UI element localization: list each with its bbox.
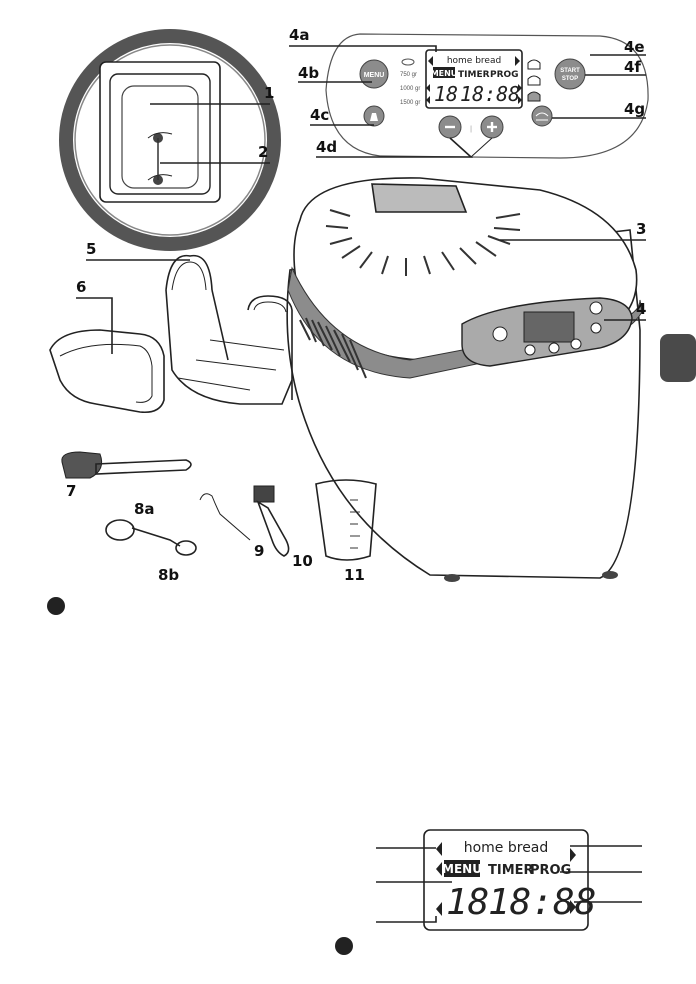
panel-brand: home bread xyxy=(447,56,501,66)
start-label: START xyxy=(560,68,580,74)
panel-menu-label: MENU xyxy=(431,69,458,78)
figure-marker-top xyxy=(47,597,65,615)
display-timer-label: TIMER xyxy=(488,863,534,878)
figure-marker-bottom xyxy=(335,937,353,955)
callout-4g: 4g xyxy=(624,100,645,118)
callout-4f: 4f xyxy=(624,58,641,76)
callout-8b: 8b xyxy=(158,566,179,584)
paddle-hook-tool xyxy=(62,452,191,478)
stop-label: STOP xyxy=(562,76,578,82)
display-prog-label: PROG xyxy=(530,863,571,878)
crust-button[interactable] xyxy=(532,106,552,126)
machine-crust-button[interactable] xyxy=(591,323,601,333)
weight-750: 750 gr xyxy=(400,72,417,78)
machine-start-button[interactable] xyxy=(590,302,602,314)
lid-window xyxy=(372,184,466,212)
hook-accessory xyxy=(50,330,164,412)
divider-tick: | xyxy=(470,126,472,133)
callout-1: 1 xyxy=(264,84,274,102)
callout-7: 7 xyxy=(66,482,76,500)
panel-prog-label: PROG xyxy=(490,70,519,80)
hook-tool xyxy=(200,494,250,540)
callout-4d: 4d xyxy=(316,138,337,156)
start-stop-button[interactable] xyxy=(555,59,585,89)
machine-lcd xyxy=(524,312,574,342)
callout-9: 9 xyxy=(254,542,264,560)
panel-time-digits: 18:88 xyxy=(460,82,520,106)
callout-4b: 4b xyxy=(298,64,319,82)
panel-program-digits: 18 xyxy=(434,82,458,106)
callout-8a: 8a xyxy=(134,500,155,518)
callout-6: 6 xyxy=(76,278,86,296)
callout-2: 2 xyxy=(258,143,268,161)
callout-5: 5 xyxy=(86,240,96,258)
machine-plus-button[interactable] xyxy=(571,339,581,349)
weight-1000: 1000 gr xyxy=(400,86,420,92)
menu-button-label: MENU xyxy=(364,72,385,79)
callout-4a: 4a xyxy=(289,26,310,44)
weight-1500: 1500 gr xyxy=(400,100,420,106)
callout-4e: 4e xyxy=(624,38,645,56)
crust-dark-icon xyxy=(528,92,540,101)
display-brand: home bread xyxy=(464,840,549,856)
panel-timer-label: TIMER xyxy=(458,70,490,80)
display-menu-label: MENU xyxy=(442,862,482,876)
display-detail: home bread MENU TIMER PROG 18 18:88 xyxy=(424,830,596,930)
callout-3: 3 xyxy=(636,220,646,238)
measuring-spoon xyxy=(106,520,196,555)
callout-10: 10 xyxy=(292,552,313,570)
machine-menu-button[interactable] xyxy=(493,327,507,341)
bread-pan-detail xyxy=(66,36,274,244)
display-program-digits: 18 xyxy=(446,882,489,923)
bread-machine xyxy=(287,178,642,582)
side-tab xyxy=(660,334,696,382)
rack-accessory xyxy=(166,256,292,404)
callout-4: 4 xyxy=(636,300,646,318)
callout-11: 11 xyxy=(344,566,365,584)
callout-4c: 4c xyxy=(310,106,329,124)
control-panel: home bread MENU TIMER PROG 18 18:88 MENU… xyxy=(326,34,648,158)
machine-minus-button[interactable] xyxy=(549,343,559,353)
machine-weight-button[interactable] xyxy=(525,345,535,355)
